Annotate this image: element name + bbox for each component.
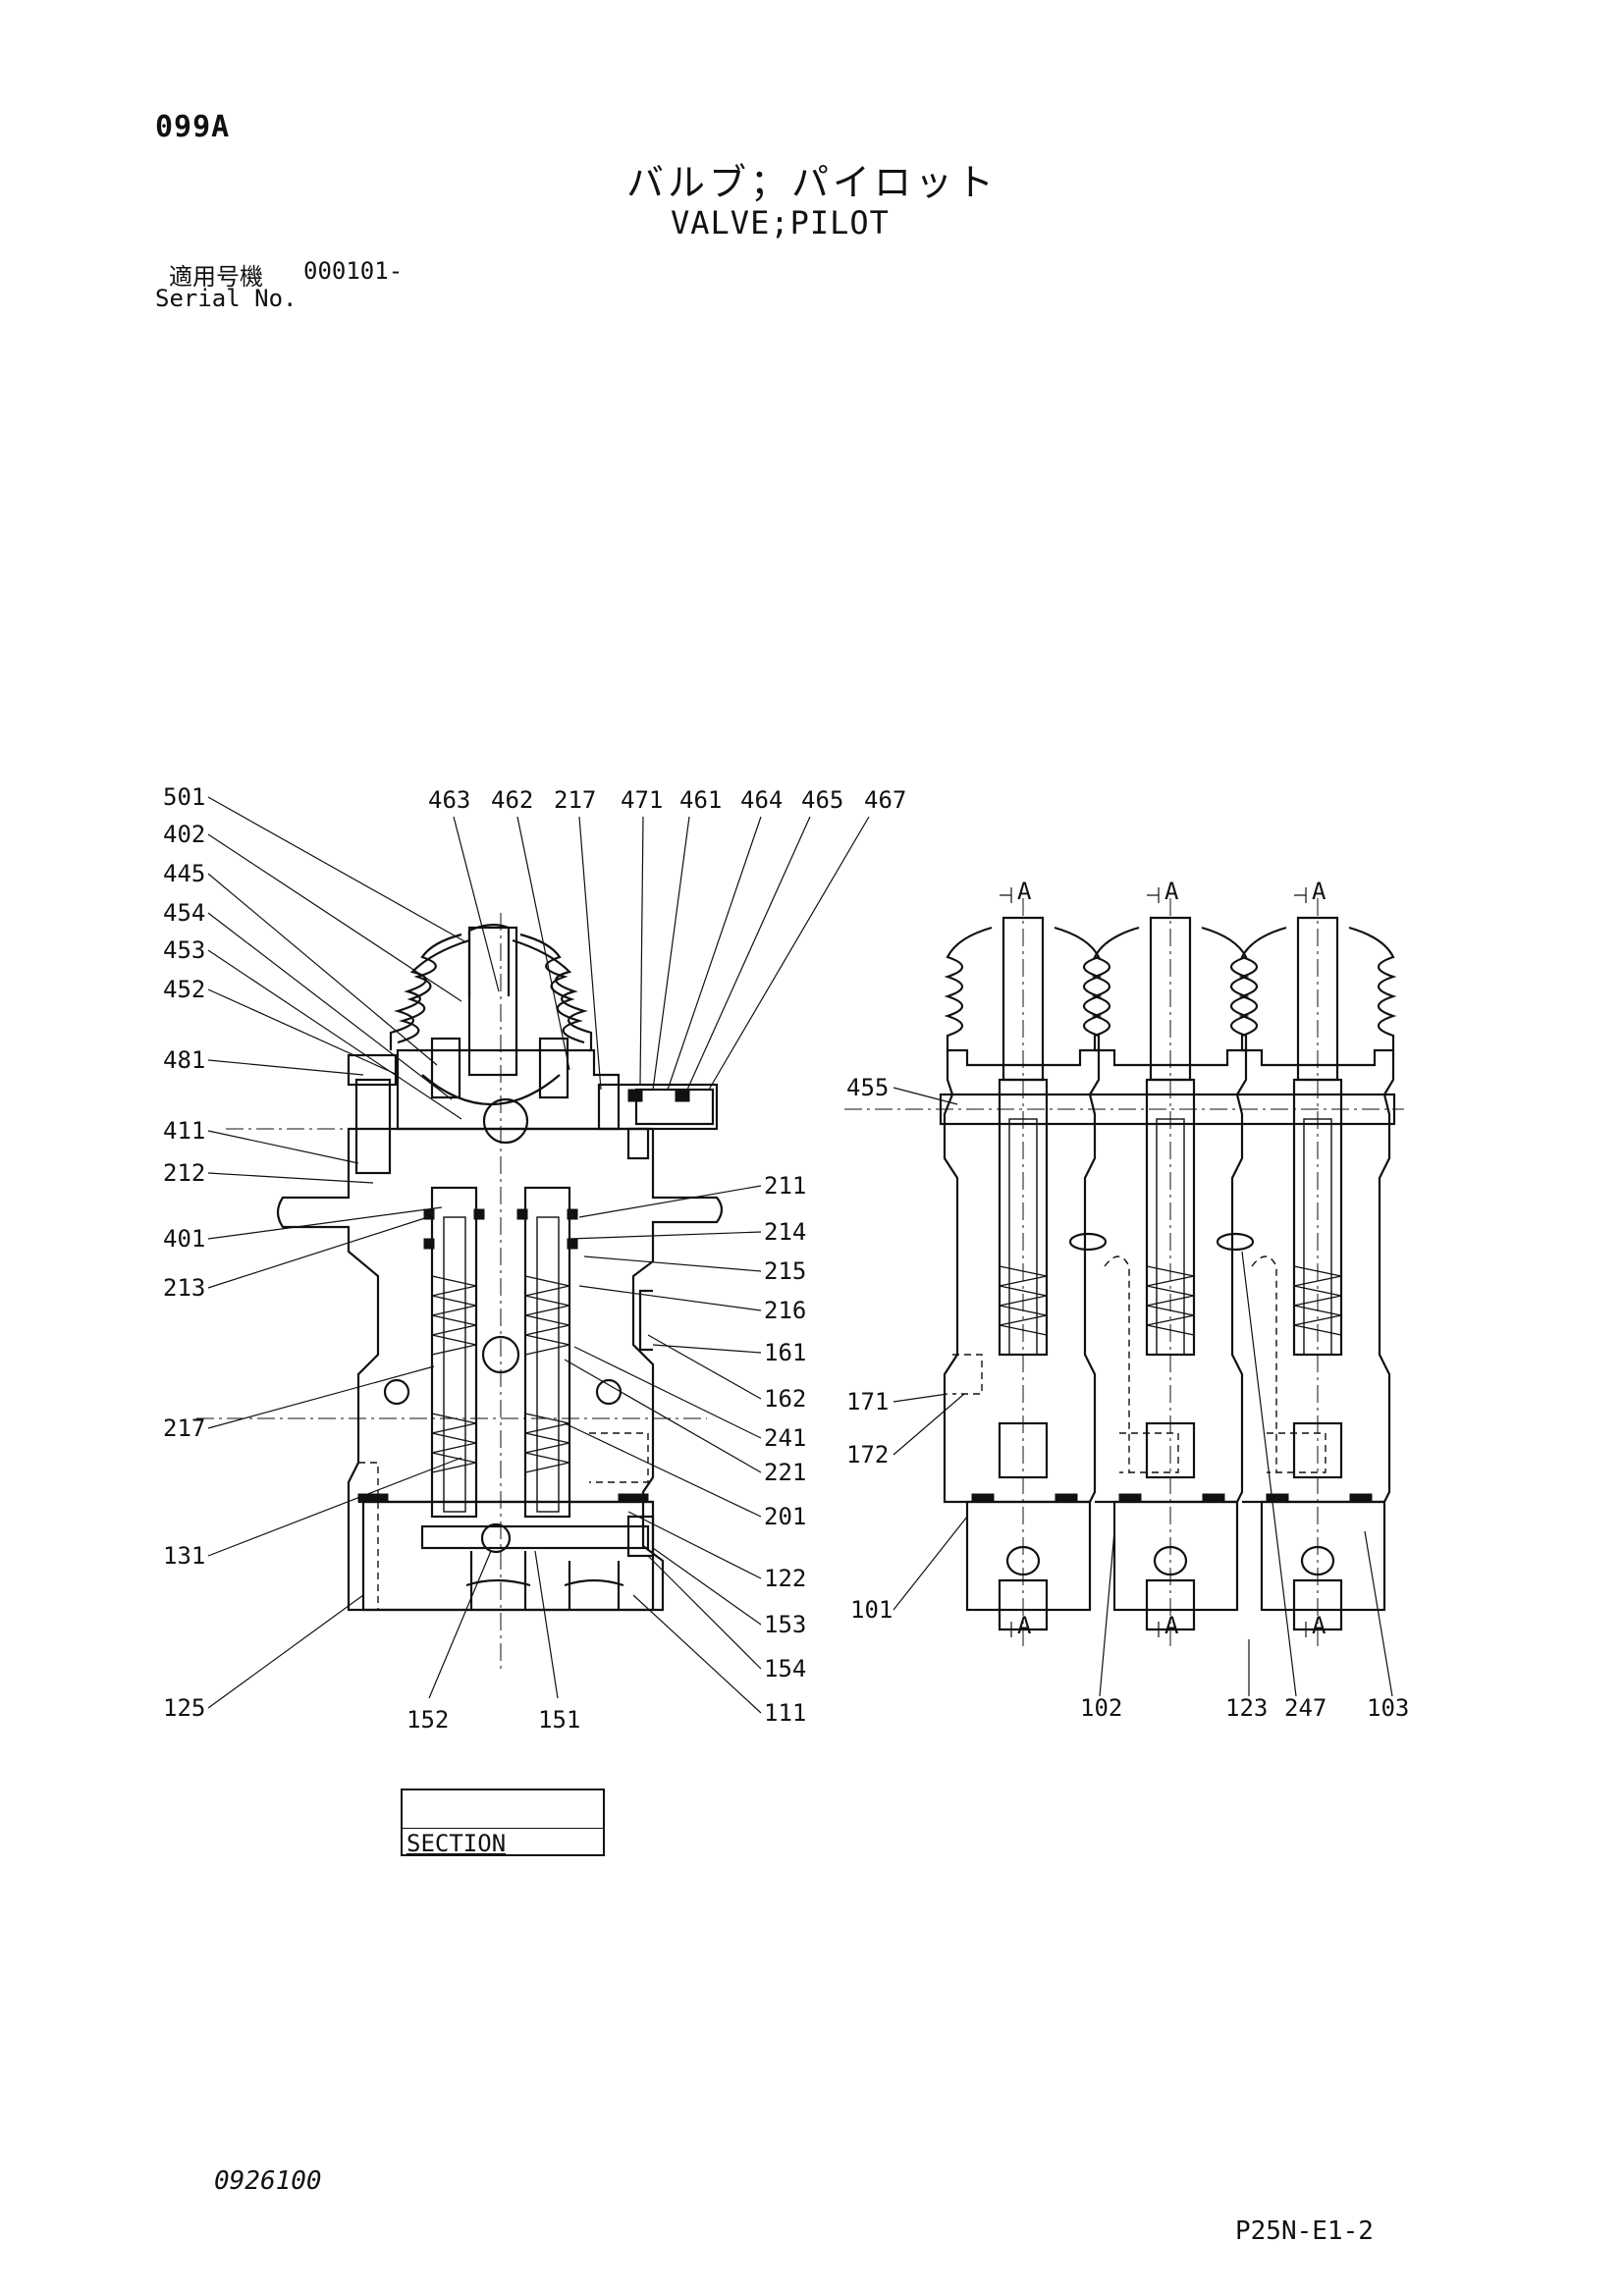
callout: 217 bbox=[163, 1415, 205, 1442]
callout: 154 bbox=[764, 1655, 806, 1682]
callout: 211 bbox=[764, 1172, 806, 1200]
callout: 463 bbox=[428, 786, 470, 814]
section-mark: A bbox=[1017, 1612, 1032, 1639]
callout: 171 bbox=[846, 1388, 889, 1415]
section-mark: A bbox=[1164, 1612, 1179, 1639]
callout: 452 bbox=[163, 976, 205, 1003]
serial-label-japanese: 適用号機 bbox=[169, 263, 263, 291]
serial-label-english: Serial No. bbox=[155, 285, 298, 312]
callout: 101 bbox=[850, 1596, 893, 1624]
callout: 462 bbox=[491, 786, 533, 814]
callout: 401 bbox=[163, 1225, 205, 1253]
left-leader-lines bbox=[207, 796, 870, 1714]
plate-code: P25N-E1-2 bbox=[1235, 2216, 1374, 2246]
title-english: VALVE;PILOT bbox=[671, 204, 890, 241]
callout: 122 bbox=[764, 1565, 806, 1592]
section-mark: A bbox=[1017, 878, 1032, 905]
left-section-view bbox=[196, 913, 724, 1669]
section-mark: A bbox=[1312, 878, 1326, 905]
serial-number-value: 000101- bbox=[303, 257, 404, 285]
right-view-callouts: 455 171 172 101 102 123 247 103 bbox=[846, 1074, 1409, 1722]
callout: 212 bbox=[163, 1159, 205, 1187]
callout: 125 bbox=[163, 1694, 205, 1722]
left-view-callouts: 501 402 445 454 453 452 481 411 212 401 … bbox=[163, 783, 906, 1734]
callout: 213 bbox=[163, 1274, 205, 1302]
callout: 402 bbox=[163, 821, 205, 848]
callout: 501 bbox=[163, 783, 205, 811]
right-front-view bbox=[844, 898, 1404, 1649]
callout: 103 bbox=[1367, 1694, 1409, 1722]
callout: 111 bbox=[764, 1699, 806, 1727]
callout: 455 bbox=[846, 1074, 889, 1101]
callout: 465 bbox=[801, 786, 843, 814]
callout: 241 bbox=[764, 1424, 806, 1452]
callout: 453 bbox=[163, 936, 205, 964]
callout: 471 bbox=[621, 786, 663, 814]
callout: 247 bbox=[1284, 1694, 1326, 1722]
callout: 216 bbox=[764, 1297, 806, 1324]
title-japanese: バルブ；パイロット bbox=[626, 161, 999, 204]
callout: 123 bbox=[1225, 1694, 1268, 1722]
callout: 131 bbox=[163, 1542, 205, 1570]
section-markers: A A A A A A bbox=[1000, 878, 1326, 1639]
callout: 411 bbox=[163, 1117, 205, 1145]
right-leader-lines bbox=[893, 1087, 1393, 1697]
callout: 151 bbox=[538, 1706, 580, 1734]
callout: 152 bbox=[406, 1706, 449, 1734]
callout: 481 bbox=[163, 1046, 205, 1074]
callout: 217 bbox=[554, 786, 596, 814]
callout: 464 bbox=[740, 786, 783, 814]
callout: 454 bbox=[163, 899, 205, 927]
callout: 461 bbox=[679, 786, 722, 814]
callout: 201 bbox=[764, 1503, 806, 1530]
callout: 445 bbox=[163, 860, 205, 887]
callout: 215 bbox=[764, 1257, 806, 1285]
drawing-number: 0926100 bbox=[214, 2166, 322, 2196]
callout: 153 bbox=[764, 1611, 806, 1638]
section-mark: A bbox=[1312, 1612, 1326, 1639]
page-code: 099A bbox=[155, 110, 231, 144]
callout: 162 bbox=[764, 1385, 806, 1413]
callout: 172 bbox=[846, 1441, 889, 1468]
section-label-box: SECTION bbox=[401, 1789, 605, 1857]
callout: 102 bbox=[1080, 1694, 1122, 1722]
callout: 467 bbox=[864, 786, 906, 814]
callout: 161 bbox=[764, 1339, 806, 1366]
section-label: SECTION bbox=[406, 1830, 507, 1857]
section-mark: A bbox=[1164, 878, 1179, 905]
callout: 214 bbox=[764, 1218, 806, 1246]
callout: 221 bbox=[764, 1459, 806, 1486]
